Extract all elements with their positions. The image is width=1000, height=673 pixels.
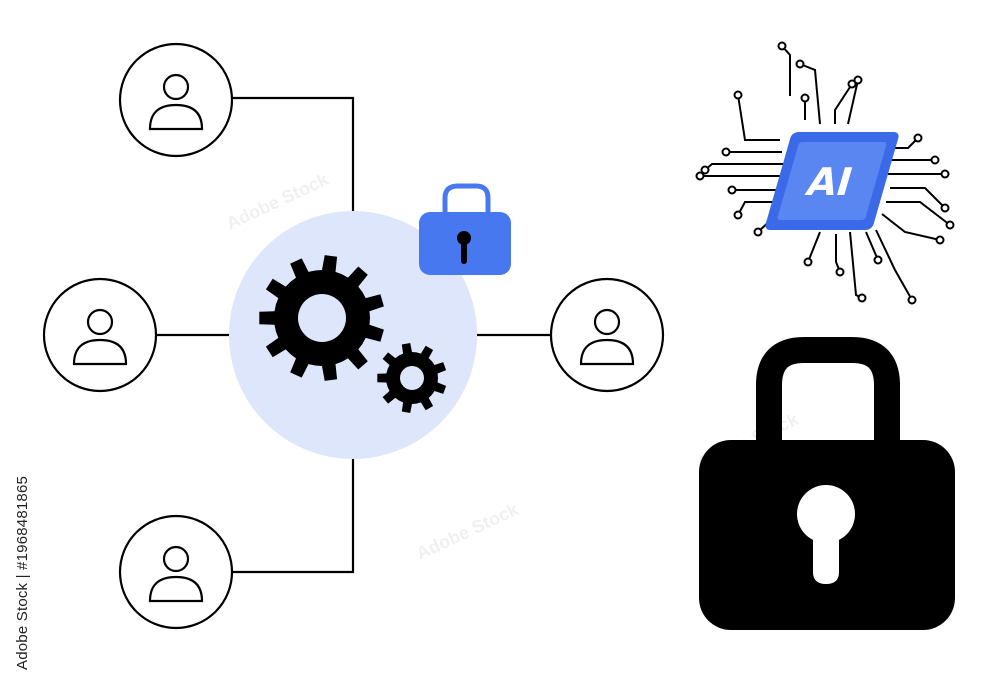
chip-trace xyxy=(886,201,951,226)
brand-watermark-text: Adobe Stock xyxy=(413,499,522,564)
chip-trace-pad xyxy=(753,227,763,237)
chip-trace-pad xyxy=(803,257,813,267)
user-icon xyxy=(72,308,128,366)
user-icon xyxy=(148,545,204,603)
chip-trace xyxy=(737,94,780,141)
chip-trace-pad xyxy=(857,293,867,303)
chip-trace-pad xyxy=(800,93,810,103)
chip-trace-pad xyxy=(930,155,940,165)
chip-trace xyxy=(865,231,879,261)
chip-trace xyxy=(875,229,913,301)
user-icon xyxy=(579,308,635,366)
large-gear-hole xyxy=(298,294,346,342)
chip-trace-pad xyxy=(733,210,743,220)
keyhole xyxy=(457,231,471,245)
connector-top-user xyxy=(233,96,355,212)
user-icon xyxy=(148,73,204,131)
chip-trace-pad xyxy=(695,171,705,181)
chip-trace xyxy=(704,163,786,171)
user-node-bottom xyxy=(118,514,234,630)
ai-chip-icon: AI xyxy=(695,41,955,305)
chip-trace-pad xyxy=(727,185,737,195)
large-lock-icon xyxy=(699,337,955,630)
chip-trace-pad xyxy=(733,90,743,100)
large-gear-icon xyxy=(259,255,384,381)
chip-trace-pad xyxy=(847,79,857,89)
chip-trace-pad xyxy=(795,59,805,69)
chip-trace-pad xyxy=(721,147,731,157)
chip-trace-pad xyxy=(907,295,917,305)
hub xyxy=(229,211,477,459)
large-keyhole xyxy=(797,485,855,584)
chip-trace xyxy=(890,187,946,209)
chip-trace xyxy=(799,63,821,125)
chip-trace-pad xyxy=(913,133,923,143)
chip-trace-pad xyxy=(873,255,883,265)
network-connectors xyxy=(156,96,552,574)
chip-trace xyxy=(781,45,791,96)
chip-trace xyxy=(881,213,941,241)
user-node-left xyxy=(42,277,158,393)
chip-core xyxy=(777,142,887,220)
chip-trace xyxy=(737,201,780,216)
small-gear-hole xyxy=(400,366,424,390)
chip-trace-pad xyxy=(945,220,955,230)
chip-trace xyxy=(849,231,863,299)
chip-trace xyxy=(834,83,853,124)
chip-trace-pad xyxy=(940,203,950,213)
chip-trace xyxy=(835,234,841,273)
chip-trace-pad xyxy=(835,267,845,277)
chip-trace-pad xyxy=(935,235,945,245)
chip-trace-pad xyxy=(777,41,787,51)
chip-trace xyxy=(847,79,859,125)
small-lock-icon xyxy=(419,183,511,275)
user-node-right xyxy=(549,277,665,393)
connector-bottom-user xyxy=(233,457,355,574)
chip-traces xyxy=(695,41,955,305)
chip-trace-pad xyxy=(700,165,710,175)
small-gear-icon xyxy=(377,343,447,413)
chip-trace-pad xyxy=(853,75,863,85)
stock-id-watermark: Adobe Stock | #1968481865 xyxy=(14,475,31,670)
chip-trace-pad xyxy=(940,169,950,179)
chip-trace xyxy=(807,231,821,263)
user-node-top xyxy=(118,42,234,158)
